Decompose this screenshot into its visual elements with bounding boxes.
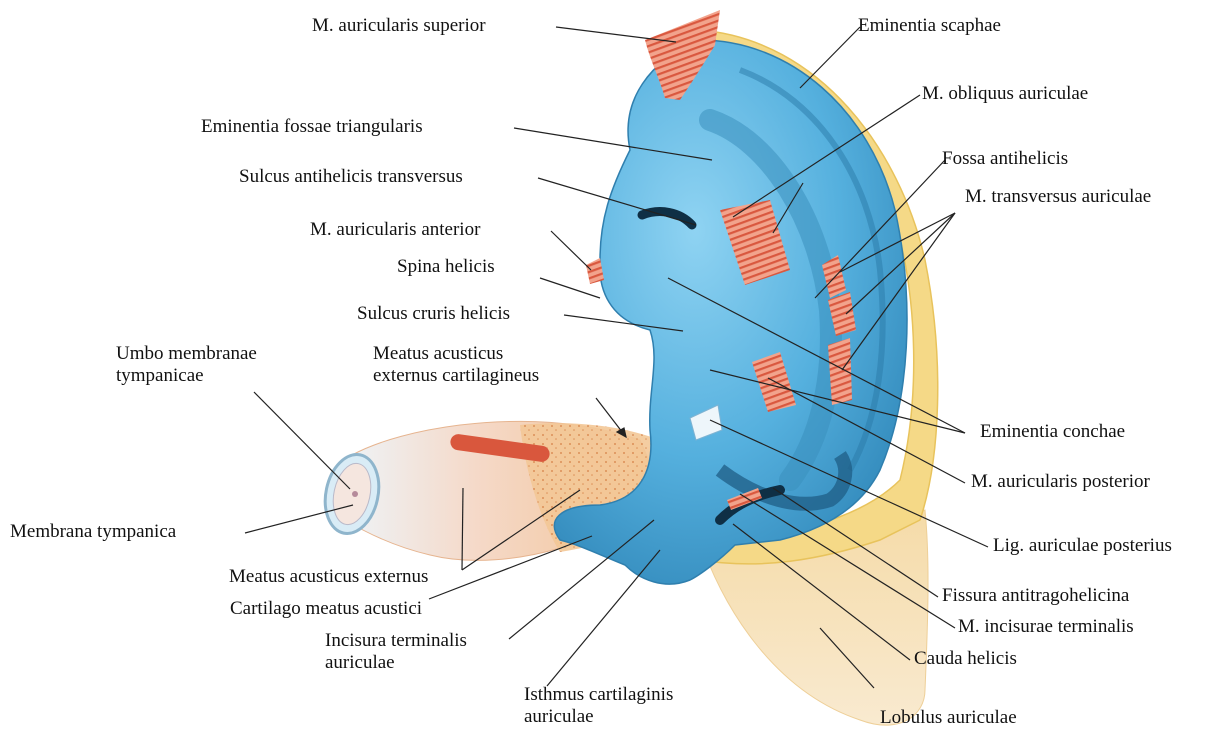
label-eminentia-scaphae: Eminentia scaphae <box>858 15 1001 37</box>
label-fossa-antihelicis: Fossa antihelicis <box>942 148 1068 170</box>
label-cauda-helicis: Cauda helicis <box>914 648 1017 670</box>
label-m-incisurae-terminalis: M. incisurae terminalis <box>958 616 1134 638</box>
label-m-auricularis-anterior: M. auricularis anterior <box>310 219 480 241</box>
leader-m-auricularis-posterior <box>768 378 965 483</box>
leader-m-auricularis-anterior <box>551 231 591 270</box>
leader-meatus-externus-1 <box>462 488 463 570</box>
arrowhead-meatus <box>617 428 626 437</box>
label-umbo-line1: Umbo membranae <box>116 343 257 365</box>
leader-m-transversus-3 <box>842 213 955 370</box>
label-isthmus-line1: Isthmus cartilaginis <box>524 684 673 706</box>
leader-incisura-terminalis <box>509 520 654 639</box>
label-incisura-terminalis-auriculae: Incisura terminalis auriculae <box>325 630 467 674</box>
label-sulcus-cruris-helicis: Sulcus cruris helicis <box>357 303 510 325</box>
leader-meatus-externus-2 <box>462 490 580 570</box>
leader-m-transversus-2 <box>846 213 955 314</box>
label-incisura-line1: Incisura terminalis <box>325 630 467 652</box>
label-m-transversus-auriculae: M. transversus auriculae <box>965 186 1151 208</box>
label-m-auricularis-superior: M. auricularis superior <box>312 15 486 37</box>
label-lig-auriculae-posterius: Lig. auriculae posterius <box>993 535 1172 557</box>
leader-m-transversus-1 <box>840 213 955 272</box>
label-umbo-membranae-tympanicae: Umbo membranae tympanicae <box>116 343 257 387</box>
leader-eminentia-fossae <box>514 128 712 160</box>
label-isthmus-line2: auriculae <box>524 706 673 728</box>
label-membrana-tympanica: Membrana tympanica <box>10 521 176 543</box>
leader-lig-auriculae <box>710 420 988 547</box>
leader-eminentia-scaphae <box>800 27 860 88</box>
label-eminentia-conchae: Eminentia conchae <box>980 421 1125 443</box>
leader-membrana-tympanica <box>245 505 353 533</box>
label-umbo-line2: tympanicae <box>116 365 257 387</box>
label-fissura-antitragohelicina: Fissura antitragohelicina <box>942 585 1129 607</box>
label-isthmus-cartilaginis-auriculae: Isthmus cartilaginis auriculae <box>524 684 673 728</box>
label-incisura-line2: auriculae <box>325 652 467 674</box>
leader-sulcus-cruris <box>564 315 683 331</box>
leader-fossa-antihelicis <box>815 160 945 298</box>
leader-eminentia-conchae-2 <box>710 370 965 433</box>
leader-isthmus <box>547 550 660 686</box>
label-lobulus-auriculae: Lobulus auriculae <box>880 707 1017 729</box>
leader-lobulus <box>820 628 874 688</box>
leader-m-auricularis-superior <box>556 27 676 42</box>
leader-m-incisurae <box>740 494 955 628</box>
label-spina-helicis: Spina helicis <box>397 256 495 278</box>
leader-umbo <box>254 392 350 489</box>
leader-sulcus-antihelicis <box>538 178 696 225</box>
leader-eminentia-conchae-1 <box>668 278 965 433</box>
label-meatus-cart-line1: Meatus acusticus <box>373 343 539 365</box>
leader-fissura <box>773 488 938 597</box>
label-sulcus-antihelicis-transversus: Sulcus antihelicis transversus <box>239 166 463 188</box>
label-meatus-acusticus-externus: Meatus acusticus externus <box>229 566 428 588</box>
label-eminentia-fossae-triangularis: Eminentia fossae triangularis <box>201 116 423 138</box>
label-meatus-acusticus-cartilagineus: Meatus acusticus externus cartilagineus <box>373 343 539 387</box>
label-meatus-cart-line2: externus cartilagineus <box>373 365 539 387</box>
leader-cartilago-meatus <box>429 536 592 599</box>
label-m-auricularis-posterior: M. auricularis posterior <box>971 471 1150 493</box>
label-cartilago-meatus-acustici: Cartilago meatus acustici <box>230 598 422 620</box>
leader-spina-helicis <box>540 278 600 298</box>
label-m-obliquus-auriculae: M. obliquus auriculae <box>922 83 1088 105</box>
leader-m-obliquus-1 <box>733 95 920 217</box>
leader-m-obliquus-2 <box>773 183 803 233</box>
